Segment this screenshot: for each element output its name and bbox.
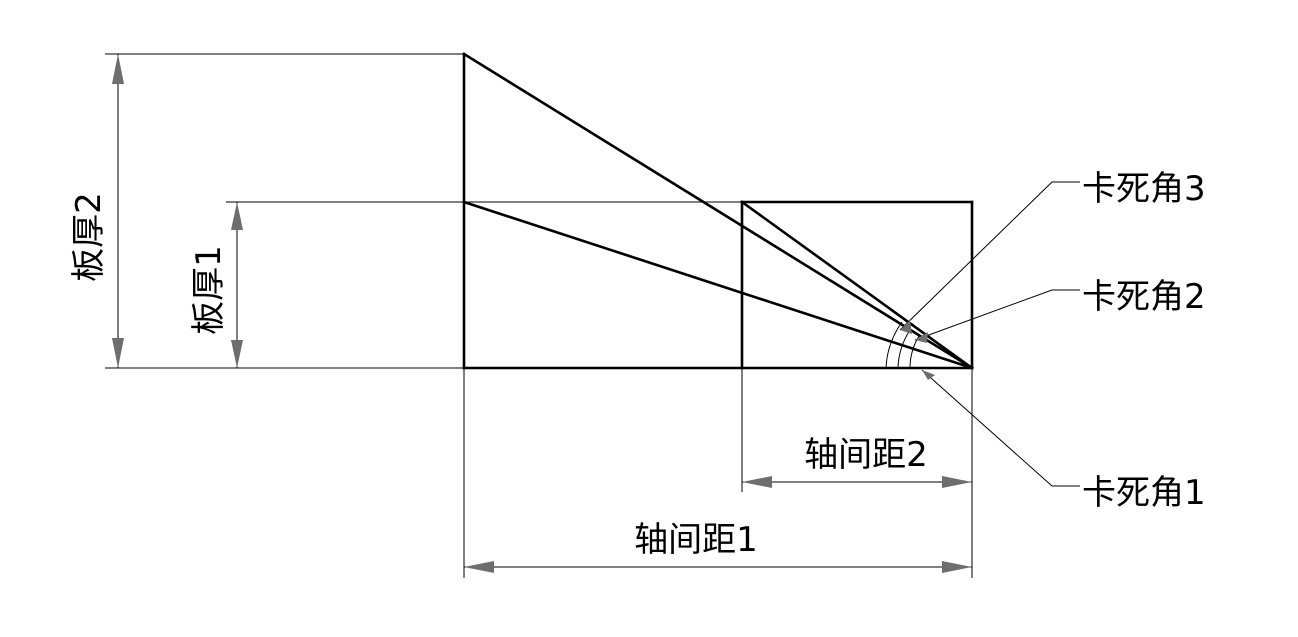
main-geometry: [462, 52, 974, 370]
dimension-lines: [112, 54, 972, 573]
diagonal-from-middle: [462, 200, 974, 370]
dim-arrow-distance-1-right: [942, 561, 972, 573]
label-plate-thickness-1: 板厚1: [189, 245, 229, 335]
dim-arrow-distance-2-left: [742, 476, 772, 488]
label-lock-angle-1: 卡死角1: [1082, 473, 1206, 513]
leader-lock-angle-1: [921, 369, 1080, 487]
leader-lines: [899, 181, 1080, 487]
leader-lock-angle-3: [899, 181, 1080, 331]
label-lock-angle-2: 卡死角2: [1082, 277, 1206, 317]
diagonal-from-top: [462, 52, 974, 370]
dim-arrow-thickness-1-top: [231, 202, 243, 230]
leader-lock-angle-2: [914, 289, 1080, 341]
angle-arc-2: [897, 329, 911, 369]
dim-arrow-distance-1-left: [464, 561, 494, 573]
diagonal-short: [740, 200, 974, 370]
leader-arrow-2: [915, 332, 928, 343]
dim-arrow-thickness-1-bottom: [231, 340, 243, 368]
leader-arrow-3: [900, 320, 912, 334]
dim-arrow-thickness-2-top: [112, 54, 124, 84]
angle-arc-3: [885, 321, 903, 369]
angle-arc-1: [909, 335, 920, 369]
dim-arrow-thickness-2-bottom: [112, 338, 124, 368]
extension-lines: [105, 53, 973, 578]
labels: 板厚2 板厚1 轴间距2 轴间距1 卡死角3 卡死角2 卡死角1: [69, 169, 1206, 560]
leader-arrow-1: [922, 370, 935, 380]
label-plate-thickness-2: 板厚2: [69, 192, 109, 282]
label-axis-distance-2: 轴间距2: [804, 435, 928, 475]
label-lock-angle-3: 卡死角3: [1082, 169, 1206, 209]
dim-arrow-distance-2-right: [942, 476, 972, 488]
label-axis-distance-1: 轴间距1: [634, 520, 758, 560]
